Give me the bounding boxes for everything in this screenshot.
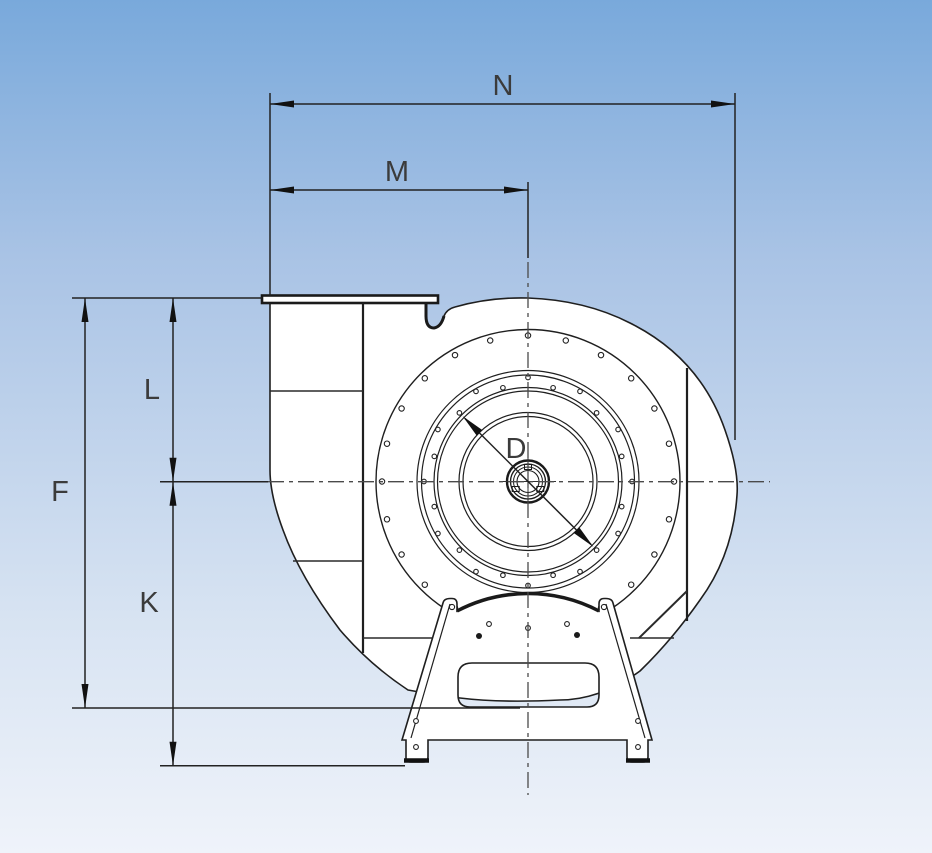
fan-drawing [260,262,770,795]
casing-seam-lines [270,390,688,639]
tongue-edge [424,304,446,330]
dim-label-k: K [139,587,159,619]
dim-label-d: D [506,433,527,465]
dim-label-n: N [493,70,514,102]
outlet-flange [260,294,440,305]
dim-label-m: M [385,156,409,188]
dim-label-f: F [51,476,69,508]
pedestal [400,591,654,763]
scroll-housing-silhouette [269,297,739,702]
centerlines [268,262,770,795]
dim-line-D [464,417,592,546]
dimension-labels: N M L F K D [51,70,526,619]
dimensions [72,93,736,767]
dim-label-l: L [144,374,160,406]
dim-arrowheads [81,100,735,766]
